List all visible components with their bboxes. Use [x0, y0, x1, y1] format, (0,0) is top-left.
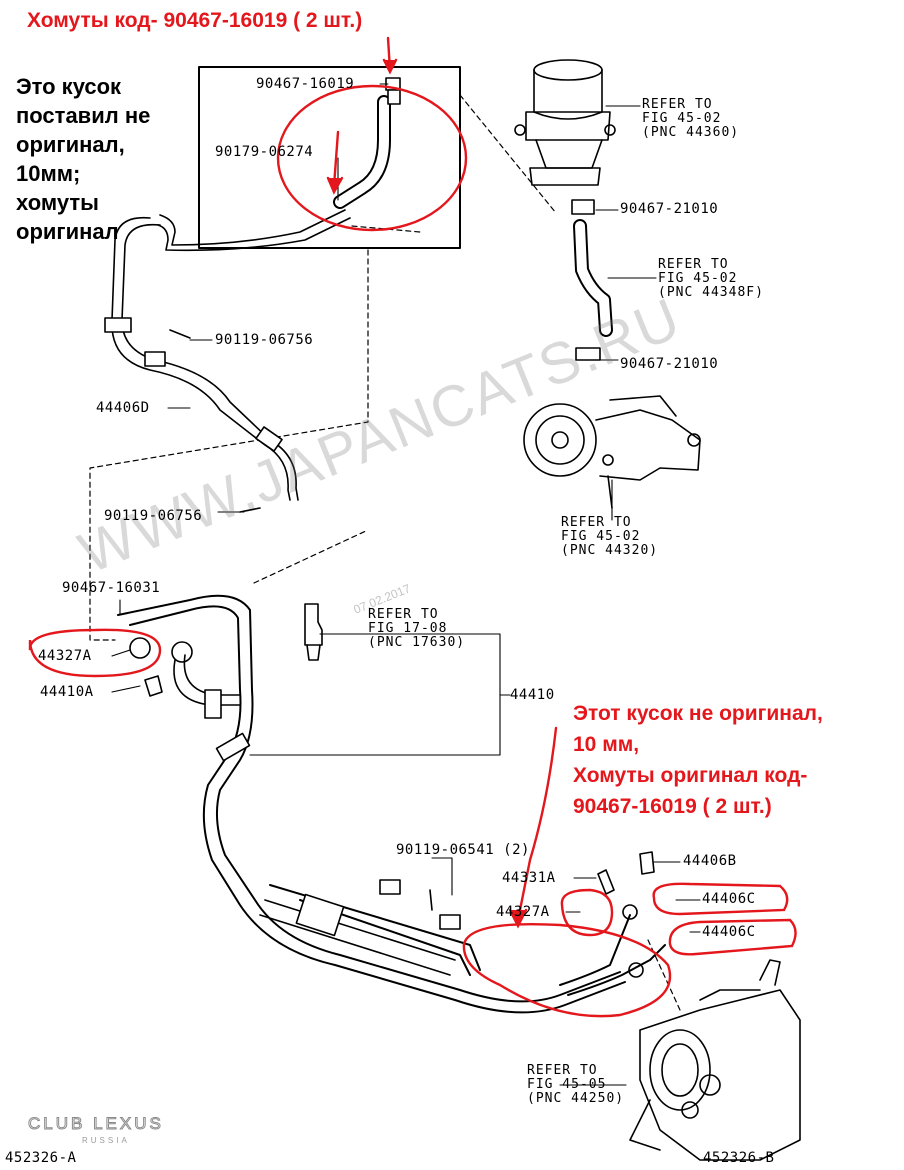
- part-label: 44410: [510, 687, 555, 703]
- part-label: 44327A: [38, 648, 92, 664]
- part-label: 90467-21010: [620, 356, 719, 372]
- refer-to-label: REFER TO FIG 45-02 (PNC 44360): [642, 97, 740, 140]
- figure-code-left: 452326-A: [5, 1150, 77, 1166]
- part-label: 44410A: [40, 684, 94, 700]
- part-label: 44406C: [702, 924, 756, 940]
- red-outline-44327A-left: [28, 628, 162, 678]
- refer-to-label: REFER TO FIG 45-02 (PNC 44348F): [658, 257, 764, 300]
- part-label: 44331A: [502, 870, 556, 886]
- red-outline-44327A-right: [560, 888, 614, 937]
- red-outline-hose: [462, 922, 672, 1018]
- part-label: 90467-16019: [256, 76, 355, 92]
- part-label: 44406D: [96, 400, 150, 416]
- part-label: 90467-21010: [620, 201, 719, 217]
- club-lexus-logo: CLUB LEXUS: [28, 1114, 164, 1134]
- red-outline-44406C-b: [668, 918, 797, 956]
- part-label: 44406C: [702, 891, 756, 907]
- red-circle-top: [276, 84, 468, 232]
- refer-to-label: REFER TO FIG 17-08 (PNC 17630): [368, 607, 466, 650]
- part-label: 44406B: [683, 853, 737, 869]
- refer-to-label: REFER TO FIG 45-05 (PNC 44250): [527, 1063, 625, 1106]
- club-lexus-logo-sub: RUSSIA: [82, 1136, 130, 1145]
- part-label: 90119-06541 (2): [396, 842, 530, 858]
- part-label: 44327A: [496, 904, 550, 920]
- note-top-red: Хомуты код- 90467-16019 ( 2 шт.): [27, 9, 363, 32]
- figure-code-right: 452326-B: [703, 1150, 775, 1166]
- note-left-black: Это кусок поставил не оригинал, 10мм; хо…: [16, 74, 151, 244]
- refer-to-label: REFER TO FIG 45-02 (PNC 44320): [561, 515, 659, 558]
- part-label: 90467-16031: [62, 580, 161, 596]
- part-label: 90119-06756: [215, 332, 314, 348]
- red-annotations: [28, 36, 797, 1018]
- detail-inset-box: [198, 66, 461, 249]
- part-label: 90119-06756: [104, 508, 203, 524]
- part-label: 90179-06274: [215, 144, 314, 160]
- note-right-red: Этот кусок не оригинал, 10 мм, Хомуты ор…: [573, 702, 823, 818]
- red-outline-44406C-a: [652, 882, 789, 916]
